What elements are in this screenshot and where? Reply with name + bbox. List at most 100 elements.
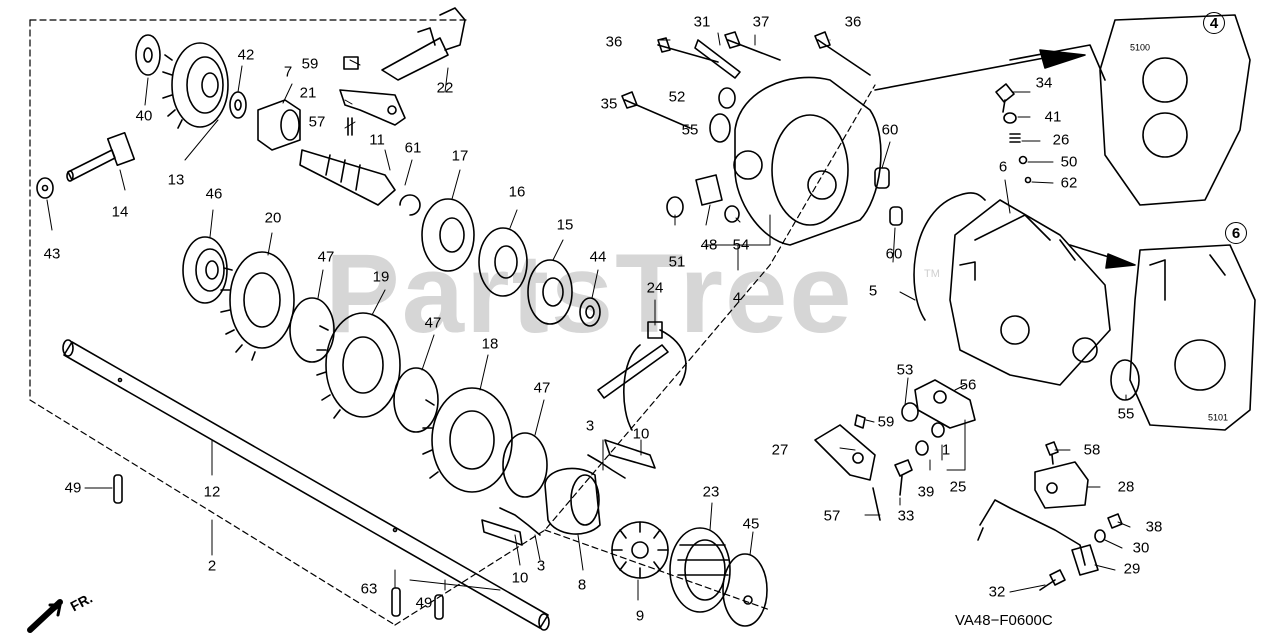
callout-23: 23 <box>702 483 720 501</box>
callout-59: 59 <box>301 55 319 73</box>
part-3-spring-a <box>587 454 626 479</box>
callout-22: 22 <box>436 79 454 97</box>
inset-6-case-view <box>1129 244 1256 431</box>
part-43-washer <box>36 177 54 199</box>
part-39-washer <box>915 440 929 456</box>
callout-45: 45 <box>742 515 760 533</box>
dashed-boundary <box>29 19 876 626</box>
callout-24: 24 <box>646 279 664 297</box>
part-33-bolt <box>894 459 913 496</box>
callout-36-a: 36 <box>605 33 623 51</box>
callout-18: 18 <box>481 335 499 353</box>
watermark: PartsTree <box>325 231 854 356</box>
part-41-washer <box>1003 112 1017 124</box>
callout-20: 20 <box>264 209 282 227</box>
callout-46: 46 <box>205 185 223 203</box>
inset-4-cover-view <box>1009 14 1251 206</box>
watermark-trademark: TM <box>924 268 940 280</box>
callout-8: 8 <box>577 576 587 594</box>
callout-14: 14 <box>111 203 129 221</box>
part-60-dowel-b <box>889 206 903 226</box>
part-42-washer <box>229 91 247 119</box>
callout-32: 32 <box>988 583 1006 601</box>
callout-15: 15 <box>556 216 574 234</box>
callout-5: 5 <box>868 282 878 300</box>
part-40-washer <box>135 34 161 76</box>
part-20-gear <box>220 251 295 361</box>
part-16-gear <box>478 227 528 297</box>
callout-48: 48 <box>700 236 718 254</box>
callout-4: 4 <box>732 289 742 307</box>
callout-12: 12 <box>203 483 221 501</box>
callout-6: 6 <box>998 158 1008 176</box>
callout-34: 34 <box>1035 74 1053 92</box>
diagram-code: VA48−F0600C <box>955 612 1053 629</box>
part-1-collar <box>931 422 945 438</box>
callout-47-c: 47 <box>533 379 551 397</box>
leader-lines <box>46 32 1131 601</box>
callout-49-a: 49 <box>64 479 82 497</box>
callout-26: 26 <box>1052 131 1070 149</box>
part-15-gear <box>527 259 573 325</box>
callout-43: 43 <box>43 245 61 263</box>
callout-54: 54 <box>732 236 750 254</box>
part-48-bushing <box>695 174 723 206</box>
callout-35: 35 <box>600 95 618 113</box>
part-21-bracket <box>339 56 406 136</box>
callout-44: 44 <box>589 248 607 266</box>
part-7-sleeve <box>257 99 301 151</box>
callout-10-b: 10 <box>511 569 529 587</box>
part-30-washer <box>1094 529 1106 543</box>
callout-51: 51 <box>668 253 686 271</box>
callout-52: 52 <box>668 88 686 106</box>
part-12-countershaft <box>62 339 550 631</box>
callout-50: 50 <box>1060 153 1078 171</box>
part-9-impeller <box>611 521 669 579</box>
part-47-snap-ring-b <box>393 367 439 433</box>
part-6-transmission-case <box>949 199 1111 386</box>
callout-1: 1 <box>941 441 951 459</box>
casting-mark-inset-4: 5100 <box>1129 42 1151 53</box>
callout-27: 27 <box>771 441 789 459</box>
part-8-dog-clutch <box>544 467 601 535</box>
callout-49-b: 49 <box>415 594 433 612</box>
part-13-bevel-gear <box>162 42 229 129</box>
part-63-pin <box>391 587 401 617</box>
callout-21: 21 <box>299 84 317 102</box>
callout-56: 56 <box>959 376 977 394</box>
callout-47-a: 47 <box>317 248 335 266</box>
part-50-ball <box>1018 155 1028 165</box>
part-28-bracket <box>1034 461 1089 509</box>
callout-7: 7 <box>283 63 293 81</box>
part-32-bolt <box>1039 569 1066 591</box>
part-37-bolt <box>724 31 781 61</box>
callout-55-b: 55 <box>1117 405 1135 423</box>
callout-3-b: 3 <box>536 557 546 575</box>
part-47-snap-ring-a <box>289 297 335 363</box>
part-52-bushing <box>718 87 736 109</box>
inset-label-6: 6 <box>1225 222 1247 244</box>
callout-31: 31 <box>693 13 711 31</box>
part-29-pipe <box>977 499 1099 576</box>
part-53-bushing <box>901 402 919 422</box>
callout-30: 30 <box>1132 539 1150 557</box>
callout-2: 2 <box>207 557 217 575</box>
callout-37: 37 <box>752 13 770 31</box>
arrow-to-inset-6 <box>1069 244 1136 269</box>
part-23-ring <box>669 527 731 613</box>
callout-42: 42 <box>237 46 255 64</box>
part-54-nut <box>724 205 740 223</box>
part-19-gear <box>316 312 401 419</box>
part-10-key-b <box>481 519 523 546</box>
part-26-spring <box>1009 133 1021 143</box>
callout-47-b: 47 <box>424 314 442 332</box>
part-49-pin-a <box>113 474 123 504</box>
casting-mark-inset-6: 5101 <box>1207 412 1229 423</box>
callout-41: 41 <box>1044 108 1062 126</box>
part-27-linkage-plate <box>814 424 876 481</box>
part-22-shift-arm <box>381 7 466 81</box>
part-45-plate <box>722 553 768 627</box>
part-35-bolt <box>621 91 691 129</box>
